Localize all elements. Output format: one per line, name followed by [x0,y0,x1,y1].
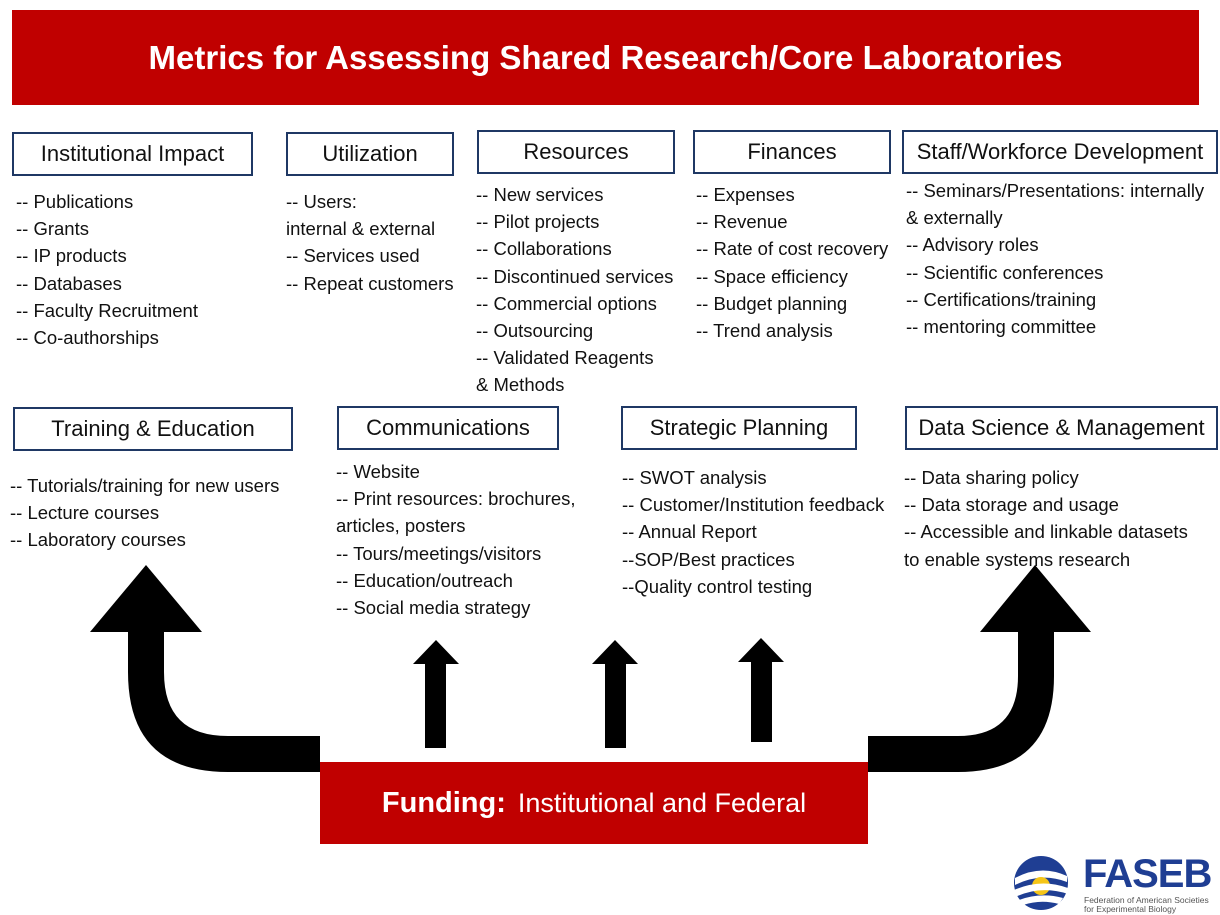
communications-list: -- Website -- Print resources: brochures… [336,458,576,621]
list-item: -- Users: [286,191,357,212]
list-item: -- Expenses [696,184,795,205]
left-curved-arrow [90,565,320,772]
staff-workforce-list: -- Seminars/Presentations: internally & … [906,177,1204,340]
strategic-planning-box: Strategic Planning [621,406,857,450]
faseb-logo: FASEB Federation of American Societies f… [1005,852,1220,915]
list-item: -- Outsourcing [476,320,594,342]
list-item: -- Certifications/training [906,288,1097,310]
funding-box: Funding: Institutional and Federal [320,762,868,844]
list-item: -- Publications [16,191,134,212]
list-item: -- Pilot projects [476,211,600,233]
institutional-impact-label: Institutional Impact [40,141,225,166]
utilization-list: -- Users: internal & external -- Service… [286,188,454,297]
training-education-list: -- Tutorials/training for new users -- L… [10,472,279,554]
list-item: articles, posters [336,515,466,537]
list-item: -- Social media strategy [336,597,531,619]
list-item: -- Website [336,461,420,482]
list-item: -- Customer/Institution feedback [622,494,885,516]
list-item: -- SWOT analysis [622,467,767,488]
list-item: -- Scientific conferences [906,261,1104,283]
resources-box: Resources [477,130,675,174]
funding-label: Funding: [381,786,506,819]
list-item: internal & external [286,218,436,240]
list-item: -- Co-authorships [16,327,159,349]
list-item: -- Commercial options [476,292,657,314]
data-science-label: Data Science & Management [918,415,1205,440]
list-item: -- Validated Reagents [476,347,654,369]
utilization-label: Utilization [322,141,418,166]
list-item: & Methods [476,374,565,396]
list-item: -- Tours/meetings/visitors [336,542,542,564]
list-item: -- Collaborations [476,238,612,260]
list-item: -- Discontinued services [476,265,674,287]
strategic-planning-list: -- SWOT analysis -- Customer/Institution… [622,464,884,600]
resources-list: -- New services -- Pilot projects -- Col… [476,181,673,399]
finances-list: -- Expenses -- Revenue -- Rate of cost r… [696,181,888,344]
strategic-planning-label: Strategic Planning [649,415,829,440]
right-curved-arrow [868,565,1091,772]
list-item: -- Advisory roles [906,234,1039,256]
list-item: -- Education/outreach [336,569,513,591]
list-item: -- Services used [286,245,420,267]
list-item: -- Data sharing policy [904,467,1079,488]
institutional-impact-box: Institutional Impact [12,132,253,176]
page-title: Metrics for Assessing Shared Research/Co… [148,38,1063,76]
faseb-subtitle: Federation of American Societies for Exp… [1084,895,1209,914]
communications-label: Communications [366,415,530,440]
utilization-box: Utilization [286,132,454,176]
list-item: -- Rate of cost recovery [696,238,889,260]
list-item: -- Print resources: brochures, [336,488,576,510]
list-item: -- Databases [16,272,122,294]
staff-workforce-box: Staff/Workforce Development [902,130,1218,174]
list-item: -- Seminars/Presentations: internally [906,180,1205,201]
finances-label: Finances [747,139,837,164]
training-education-label: Training & Education [51,416,255,441]
list-item: -- Space efficiency [696,265,848,287]
list-item: -- Faculty Recruitment [16,299,198,321]
resources-label: Resources [523,139,629,164]
finances-box: Finances [693,130,891,174]
training-education-box: Training & Education [13,407,293,451]
list-item: to enable systems research [904,548,1131,570]
institutional-impact-list: -- Publications -- Grants -- IP products… [16,188,198,351]
communications-box: Communications [337,406,559,450]
list-item: -- Trend analysis [696,320,833,342]
list-item: -- Data storage and usage [904,494,1119,516]
list-item: -- Budget planning [696,292,848,314]
funding-text: Institutional and Federal [517,787,807,818]
data-science-list: -- Data sharing policy -- Data storage a… [904,464,1188,573]
up-arrow-communications [413,640,459,748]
list-item: & externally [906,207,1003,229]
list-item: -- Repeat customers [286,272,454,294]
list-item: -- New services [476,184,604,205]
list-item: --Quality control testing [622,575,813,597]
list-item: -- Laboratory courses [10,529,186,551]
list-item: -- Revenue [696,211,788,233]
faseb-globe-icon [1014,856,1068,910]
list-item: -- Tutorials/training for new users [10,475,280,496]
list-item: -- Annual Report [622,521,757,543]
title-banner: Metrics for Assessing Shared Research/Co… [12,10,1199,105]
data-science-box: Data Science & Management [905,406,1218,450]
list-item: -- Lecture courses [10,502,160,524]
up-arrow-strategic [738,638,784,742]
faseb-wordmark: FASEB [1083,852,1212,896]
list-item: --SOP/Best practices [622,548,795,570]
list-item: -- IP products [16,245,127,267]
staff-workforce-label: Staff/Workforce Development [916,139,1204,164]
list-item: -- Accessible and linkable datasets [904,521,1188,543]
list-item: -- Grants [16,218,89,240]
up-arrow-center [592,640,638,748]
list-item: -- mentoring committee [906,316,1097,338]
